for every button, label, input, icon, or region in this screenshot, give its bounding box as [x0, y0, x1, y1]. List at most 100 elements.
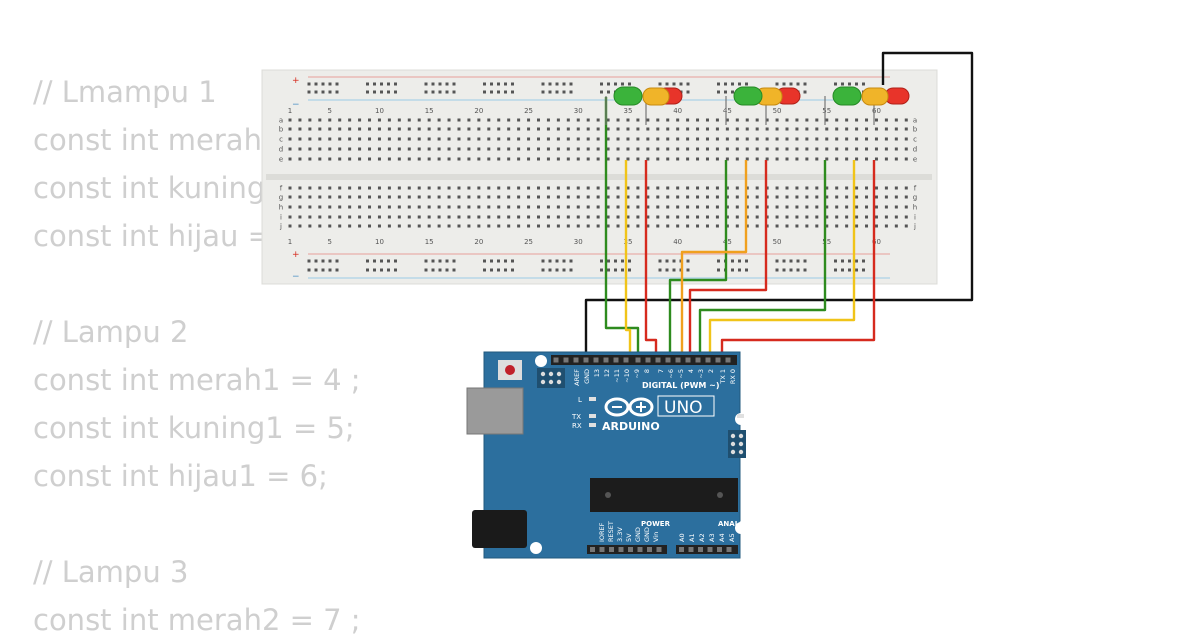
row-letter: j: [279, 223, 282, 231]
rail-plus-bottom: +: [292, 250, 300, 260]
led-green: [733, 86, 763, 106]
row-letter: g: [279, 194, 283, 202]
digital-pin-label: 4: [687, 369, 695, 373]
wire-red-3: [720, 160, 876, 357]
microcontroller-chip: [590, 478, 738, 512]
arduino-logo-icon: [604, 397, 654, 417]
power-header: [587, 545, 667, 554]
row-letter: d: [279, 146, 283, 154]
wires[interactable]: [584, 51, 974, 357]
row-letter: c: [279, 136, 283, 144]
digital-pin-label: ~10: [623, 369, 631, 383]
digital-pin-label: RX 0: [729, 369, 737, 384]
column-number: 35: [623, 107, 632, 115]
led-green: [613, 86, 643, 106]
circuit-diagram[interactable]: + − + − 11551010151520202525303035354040…: [0, 0, 1200, 630]
code-line: // Lampu 2: [33, 315, 189, 349]
column-number: 35: [623, 238, 632, 246]
row-letter: b: [913, 126, 918, 134]
column-number: 5: [328, 238, 332, 246]
led-on-indicator: [737, 414, 744, 418]
analog-pin-label: A5: [728, 533, 736, 542]
column-number: 15: [425, 107, 434, 115]
wire-yellow-1: [624, 160, 632, 357]
column-number: 60: [872, 107, 881, 115]
digital-pin-label: ~9: [633, 369, 641, 379]
led-on-label: ON: [749, 414, 760, 422]
digital-pin-label: TX 1: [719, 369, 727, 385]
led-yellow: [861, 87, 889, 106]
analog-pin-label: A0: [678, 533, 686, 542]
analog-pin-label: A2: [698, 533, 706, 542]
column-number: 1: [288, 107, 292, 115]
wire-yellow-3: [708, 160, 856, 357]
digital-pin-holes[interactable]: [553, 357, 731, 363]
column-number: 20: [474, 107, 483, 115]
icsp-header-2: [728, 430, 746, 458]
icsp-header: [537, 368, 565, 388]
power-pin-label: RESET: [607, 521, 615, 542]
row-letter: d: [913, 146, 917, 154]
code-line: // Lampu 3: [33, 555, 189, 589]
analog-pin-label: A4: [718, 533, 726, 542]
digital-pin-label: 7: [657, 369, 665, 373]
bottom-pin-holes[interactable]: [590, 547, 732, 552]
traffic-light-1[interactable]: [605, 86, 683, 125]
column-number: 40: [673, 107, 682, 115]
wire-red-2: [688, 160, 768, 357]
power-pin-label: Vin: [652, 532, 660, 542]
column-number: 5: [328, 107, 332, 115]
rail-plus-top: +: [292, 76, 300, 86]
reset-button-cap: [505, 365, 515, 375]
mounting-hole: [530, 542, 542, 554]
row-letter: i: [280, 214, 282, 222]
wire-green-1: [604, 97, 640, 357]
led-l-label: L: [578, 396, 582, 404]
digital-header-label: DIGITAL (PWM ~): [642, 381, 720, 390]
column-number: 10: [375, 107, 384, 115]
wire-orange-2: [680, 160, 748, 357]
rail-minus-top: −: [292, 100, 300, 110]
power-pin-label: GND: [634, 527, 642, 542]
code-line: // Lmampu 1: [33, 75, 217, 109]
row-letter: a: [279, 117, 283, 125]
column-number: 50: [773, 107, 782, 115]
digital-pin-label: ~3: [697, 369, 705, 379]
column-number: 30: [574, 238, 583, 246]
rail-minus-bottom: −: [292, 272, 300, 282]
column-number: 45: [723, 238, 732, 246]
row-letter: h: [913, 204, 917, 212]
power-pin-label: 3.3V: [616, 527, 624, 542]
breadboard-labels: 1155101015152020252530303535404045455050…: [279, 107, 918, 246]
column-number: 25: [524, 107, 533, 115]
row-letter: e: [913, 156, 917, 164]
row-letter: a: [913, 117, 917, 125]
traffic-light-3[interactable]: [824, 86, 910, 125]
column-number: 30: [574, 107, 583, 115]
uno-model: UNO: [664, 398, 703, 418]
traffic-light-2[interactable]: [725, 86, 801, 125]
column-number: 55: [822, 238, 831, 246]
mounting-hole: [735, 522, 747, 534]
row-letter: c: [913, 136, 917, 144]
column-number: 40: [673, 238, 682, 246]
analog-label: ANALOG IN: [718, 520, 762, 528]
row-letter: i: [914, 214, 916, 222]
row-letter: b: [279, 126, 284, 134]
power-pin-label: 5V: [625, 533, 633, 542]
analog-pin-label: A3: [708, 533, 716, 542]
digital-pin-label: ~6: [667, 369, 675, 379]
code-line: const int hijau1 = 6;: [33, 459, 328, 493]
column-number: 1: [288, 238, 292, 246]
column-number: 45: [723, 107, 732, 115]
power-pin-label: GND: [643, 527, 651, 542]
analog-header: [676, 545, 738, 554]
power-jack: [472, 510, 527, 548]
led-yellow: [642, 87, 670, 106]
led-rx-indicator: [589, 423, 596, 427]
wire-green-3: [698, 160, 827, 357]
